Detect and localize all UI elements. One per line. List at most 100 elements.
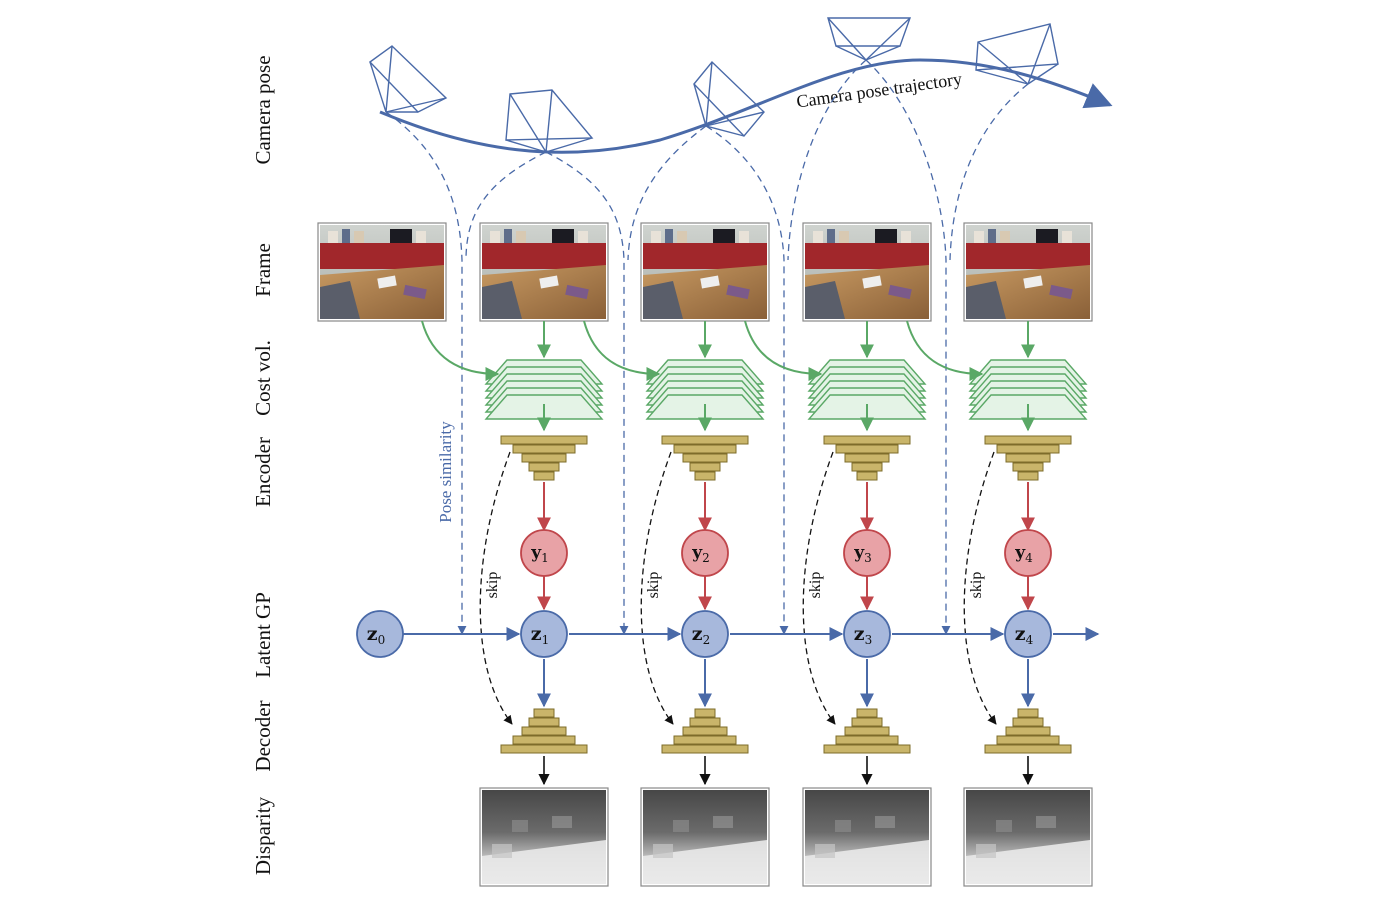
observation-node-1: y1	[520, 529, 568, 577]
decoder-4-layer	[1017, 708, 1039, 718]
decoder-3-layer	[844, 726, 890, 736]
decoder-1-layer	[528, 717, 560, 727]
observation-node-1-sub: 1	[541, 551, 549, 565]
encoder-3-layer	[844, 453, 890, 463]
skip-label-2: skip	[645, 572, 662, 599]
decoder-2-layer	[661, 744, 749, 754]
skip-label-4: skip	[968, 572, 985, 599]
observation-node-3-sub: 3	[864, 551, 872, 565]
row-label-cost-volume: Cost vol.	[251, 340, 275, 416]
frame-image-0	[317, 222, 447, 322]
decoder-2-layer	[673, 735, 737, 745]
encoder-2	[661, 435, 749, 481]
latent-node-0-sub: 0	[378, 633, 386, 647]
latent-node-1-sub: 1	[542, 633, 550, 647]
decoder-to-disparity-arrows	[538, 756, 1034, 786]
frame-image-3	[802, 222, 932, 322]
encoder-1-layer	[500, 435, 588, 445]
svg-text:z1: z1	[531, 623, 549, 647]
encoder-4-layer	[1005, 453, 1051, 463]
svg-text:z4: z4	[1015, 623, 1034, 647]
row-label-frame: Frame	[251, 243, 275, 297]
decoder-2	[661, 708, 749, 754]
encoder-1-layer	[521, 453, 567, 463]
latent-node-4-base: z	[1015, 623, 1026, 645]
decoder-4-layer	[1005, 726, 1051, 736]
row-label-latent-gp: Latent GP	[251, 592, 275, 678]
latent-node-1-base: z	[531, 623, 542, 645]
encoder-4	[984, 435, 1072, 481]
row-labels: Camera pose Frame Cost vol. Encoder Late…	[251, 55, 275, 875]
latent-node-3-base: z	[854, 623, 865, 645]
decoder-3-layer	[835, 735, 899, 745]
camera-frustums	[368, 17, 1059, 153]
latent-node-4: z4	[1004, 610, 1052, 658]
observation-node-4-sub: 4	[1025, 551, 1033, 565]
decoder-2-layer	[694, 708, 716, 718]
decoder-1-layer	[500, 744, 588, 754]
observation-node-4-base: y	[1014, 543, 1026, 563]
observation-node-4: y4	[1004, 529, 1052, 577]
encoder-2-layer	[661, 435, 749, 445]
disparity-map-3	[802, 787, 932, 887]
frames-row	[317, 222, 1093, 322]
camera-frustum-1	[368, 45, 448, 113]
decoder-2-layer	[682, 726, 728, 736]
encoder-1-layer	[512, 444, 576, 454]
latent-node-1: z1	[520, 610, 568, 658]
decoder-4-layer	[996, 735, 1060, 745]
observation-node-2: y2	[681, 529, 729, 577]
svg-text:y2: y2	[691, 543, 710, 565]
latent-node-0: z0	[356, 610, 404, 658]
observation-node-1-base: y	[530, 543, 542, 563]
decoder-1-layer	[521, 726, 567, 736]
frame-image-4	[963, 222, 1093, 322]
encoder-3-layer	[851, 462, 883, 472]
skip-label-1: skip	[484, 572, 501, 599]
encoder-2-layer	[673, 444, 737, 454]
encoder-4-layer	[1017, 471, 1039, 481]
latent-node-2: z2	[681, 610, 729, 658]
decoder-3-layer	[856, 708, 878, 718]
svg-text:y1: y1	[530, 543, 549, 565]
decoder-4-layer	[984, 744, 1072, 754]
latent-nodes: z0 z1 z2 z3 z4	[356, 610, 1052, 658]
decoder-1-layer	[533, 708, 555, 718]
skip-label-3: skip	[807, 572, 824, 599]
encoder-3-layer	[835, 444, 899, 454]
encoder-to-observation-arrows	[537, 482, 1035, 611]
encoder-3	[823, 435, 911, 481]
observation-node-2-sub: 2	[702, 551, 710, 565]
disparity-row	[479, 787, 1093, 887]
svg-text:y4: y4	[1014, 543, 1033, 565]
svg-text:z2: z2	[692, 623, 710, 647]
skip-labels: skip skip skip skip	[484, 572, 985, 599]
row-label-camera-pose: Camera pose	[251, 55, 275, 164]
encoder-4-layer	[1012, 462, 1044, 472]
encoder-4-layer	[984, 435, 1072, 445]
encoder-4-layer	[996, 444, 1060, 454]
pose-similarity-label: Pose similarity	[436, 421, 455, 523]
encoder-2-layer	[689, 462, 721, 472]
svg-text:z3: z3	[854, 623, 872, 647]
observation-nodes: y1 y2 y3 y4	[520, 529, 1052, 577]
frame-image-1	[479, 222, 609, 322]
encoder-1	[500, 435, 588, 481]
decoder-1	[500, 708, 588, 754]
decoder-1-layer	[512, 735, 576, 745]
observation-node-3-base: y	[853, 543, 865, 563]
camera-frustum-5	[975, 23, 1059, 85]
row-label-decoder: Decoder	[251, 700, 275, 771]
camera-frustum-4	[827, 17, 911, 61]
observation-node-2-base: y	[691, 543, 703, 563]
encoder-1-layer	[533, 471, 555, 481]
svg-text:z0: z0	[367, 623, 385, 647]
decoders-row	[500, 708, 1072, 754]
latent-node-3-sub: 3	[865, 633, 873, 647]
encoder-2-layer	[694, 471, 716, 481]
decoder-2-layer	[689, 717, 721, 727]
observation-node-3: y3	[843, 529, 891, 577]
latent-node-2-base: z	[692, 623, 703, 645]
cost-volume-2	[645, 359, 765, 420]
